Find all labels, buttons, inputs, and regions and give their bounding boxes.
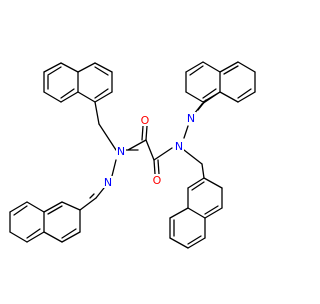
atom-o-lower: O [153,174,162,187]
naphthalene-bottom-right [169,177,223,249]
molecule-canvas: N N O O N N [9,61,256,249]
central-oxalyl [127,125,173,175]
naphthalene-bottom-left [9,201,81,243]
molecule-structure: N N O O N N [9,61,256,249]
label-bg-n1 [116,145,126,157]
atom-n-left-imine: N [104,176,112,189]
atom-labels: N N O O N N [103,112,196,189]
atom-n-right-imine: N [187,112,195,125]
label-bg-n4 [186,112,196,124]
atom-n-left-amide: N [117,145,125,158]
label-bg-n2 [103,176,113,188]
bonds [9,61,256,249]
atom-o-upper: O [141,114,150,127]
atom-n-right-amide: N [175,140,183,153]
label-bg-o1 [140,114,150,126]
label-bg-o2 [152,174,162,186]
label-bg-n3 [174,140,184,152]
naphthalene-top-right [185,61,256,103]
naphthalene-top-left [43,62,117,151]
